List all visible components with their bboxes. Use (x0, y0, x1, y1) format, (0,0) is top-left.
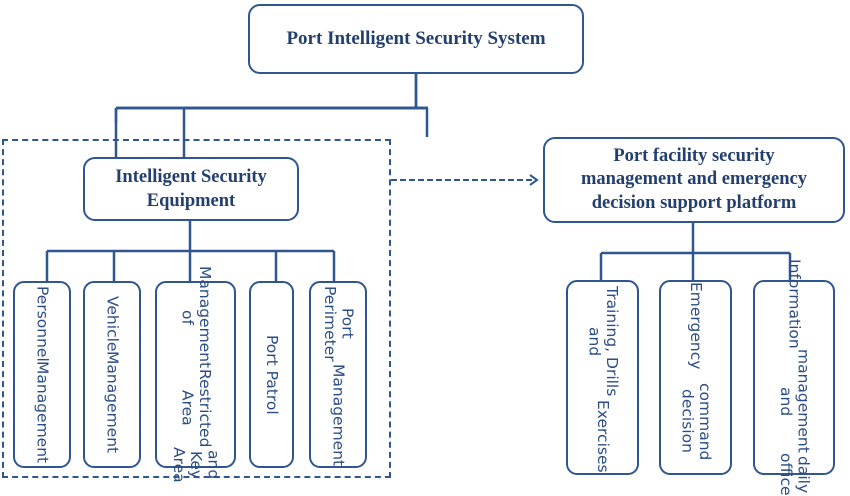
left-branch-label-line-1: Intelligent Security (115, 166, 267, 187)
leaf-personnel-management[interactable]: Personnel Management (13, 281, 71, 468)
root-node-label: Port Intelligent Security System (286, 28, 546, 49)
leaf-restricted-area-management[interactable]: Management of Restricted Area and Key Ar… (155, 266, 236, 483)
leaf-port-perimeter-management[interactable]: Port Perimeter Management (309, 281, 367, 468)
leaf-label-line: Management (103, 351, 122, 454)
leaf-label-line: Emergency (687, 282, 706, 370)
leaf-information-management-daily-office[interactable]: Information management and daily office (753, 259, 835, 496)
right-branch-label-line-1: Port facility security (613, 146, 775, 167)
org-diagram: Port Intelligent Security System Intelli… (2, 4, 845, 496)
right-branch-node[interactable]: Port facility security management and em… (543, 137, 845, 223)
leaf-port-patrol[interactable]: Port Patrol (249, 281, 294, 468)
root-node[interactable]: Port Intelligent Security System (248, 4, 584, 74)
leaf-label-line: Training, Drills and (585, 286, 621, 397)
leaf-training-drills-exercises[interactable]: Training, Drills and Exercises (566, 280, 639, 475)
leaf-label-line: Exercises (594, 400, 613, 473)
leaf-label-line: command decision (678, 382, 714, 460)
leaf-label-line: management and (777, 349, 813, 454)
leaf-label-line: Vehicle (103, 295, 122, 352)
left-branch-label-line-2: Equipment (146, 191, 236, 211)
left-branch-node[interactable]: Intelligent Security Equipment (83, 157, 299, 221)
leaf-label-line: Management (329, 363, 348, 466)
leaf-label-line: daily office (777, 453, 813, 496)
leaf-label-line: Restricted Area (178, 368, 214, 447)
leaf-label-line: Information (785, 259, 804, 350)
arrow-head-icon (529, 174, 539, 186)
right-branch-label-line-2: management and emergency (580, 169, 808, 190)
leaf-label-line: Management (33, 361, 52, 464)
connector-lines (45, 74, 792, 281)
left-group-boundary (2, 139, 391, 478)
leaf-label-line: Port Patrol (263, 334, 282, 415)
leaf-label-line: Port Perimeter (321, 285, 357, 362)
leaf-label-line: Management of (178, 266, 214, 369)
leaf-emergency-command-decision[interactable]: Emergency command decision (659, 280, 732, 475)
leaf-vehicle-management[interactable]: Vehicle Management (83, 281, 141, 468)
leaf-label-line: Personnel (33, 285, 52, 362)
leaf-label-line: and Key Area (169, 446, 223, 483)
right-branch-label-line-3: decision support platform (591, 192, 797, 213)
